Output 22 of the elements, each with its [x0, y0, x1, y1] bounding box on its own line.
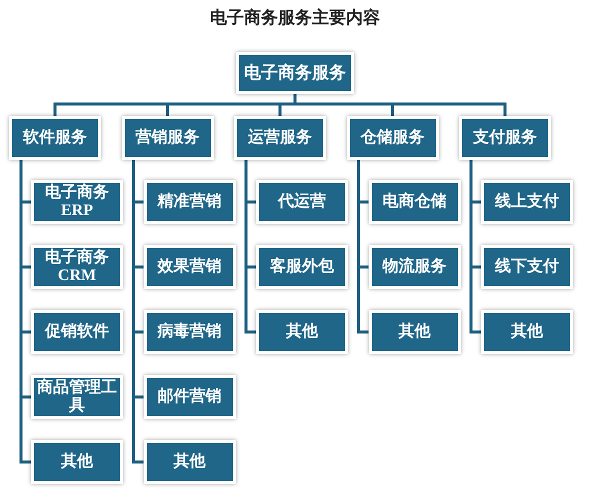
- service-box: 支付服务: [459, 116, 551, 160]
- service-box: 商品管理工具: [31, 375, 123, 419]
- service-box: 电子商务 ERP: [31, 180, 123, 224]
- connector-line: [294, 94, 506, 116]
- service-box: 电子商务服务: [236, 52, 354, 94]
- service-box: 电子商务 CRM: [31, 245, 123, 289]
- service-box: 线上支付: [481, 180, 573, 224]
- connector-line: [470, 160, 481, 334]
- connector-line: [20, 160, 31, 464]
- diagram-title: 电子商务服务主要内容: [210, 7, 380, 29]
- service-box: 其他: [256, 310, 348, 354]
- service-box: 其他: [31, 440, 123, 484]
- service-box: 代运营: [256, 180, 348, 224]
- service-box: 促销软件: [31, 310, 123, 354]
- service-box: 运营服务: [234, 116, 326, 160]
- connector-line: [132, 160, 144, 464]
- service-box: 线下支付: [481, 245, 573, 289]
- connector-line: [357, 160, 368, 334]
- service-box: 软件服务: [9, 116, 101, 160]
- connector-line: [244, 160, 256, 334]
- service-box: 客服外包: [256, 245, 348, 289]
- service-box: 其他: [481, 310, 573, 354]
